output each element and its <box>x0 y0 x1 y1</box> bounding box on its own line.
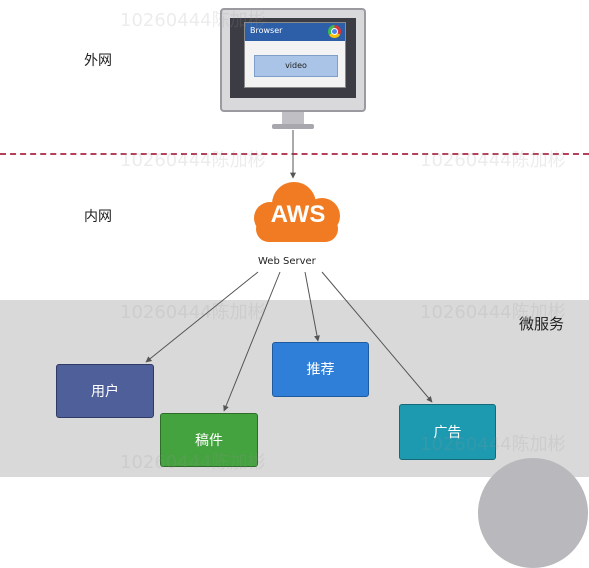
arrow-to-ads <box>321 271 433 403</box>
browser-title: Browser <box>250 26 283 35</box>
service-manuscript[interactable]: 稿件 <box>160 413 258 467</box>
service-recommend[interactable]: 推荐 <box>272 342 369 397</box>
microservice-label: 微服务 <box>519 315 565 333</box>
chrome-icon <box>328 25 341 38</box>
service-user[interactable]: 用户 <box>56 364 154 418</box>
arrow-to-user <box>145 271 259 363</box>
monitor-neck <box>282 112 304 124</box>
video-button[interactable]: video <box>254 55 338 77</box>
connection-arrows <box>145 130 433 412</box>
browser-window: Browser video <box>244 22 346 88</box>
web-server-label: Web Server <box>258 256 316 267</box>
service-ads[interactable]: 广告 <box>399 404 496 460</box>
aws-label: AWS <box>270 201 326 228</box>
network-divider <box>0 153 589 155</box>
browser-titlebar: Browser <box>245 23 345 41</box>
arrow-to-recommend <box>304 271 320 342</box>
external-network-label: 外网 <box>84 53 112 69</box>
internal-network-label: 内网 <box>84 209 112 225</box>
aws-cloud-icon <box>254 182 340 242</box>
monitor-base <box>272 124 314 129</box>
arrow-to-manuscript <box>223 271 281 412</box>
